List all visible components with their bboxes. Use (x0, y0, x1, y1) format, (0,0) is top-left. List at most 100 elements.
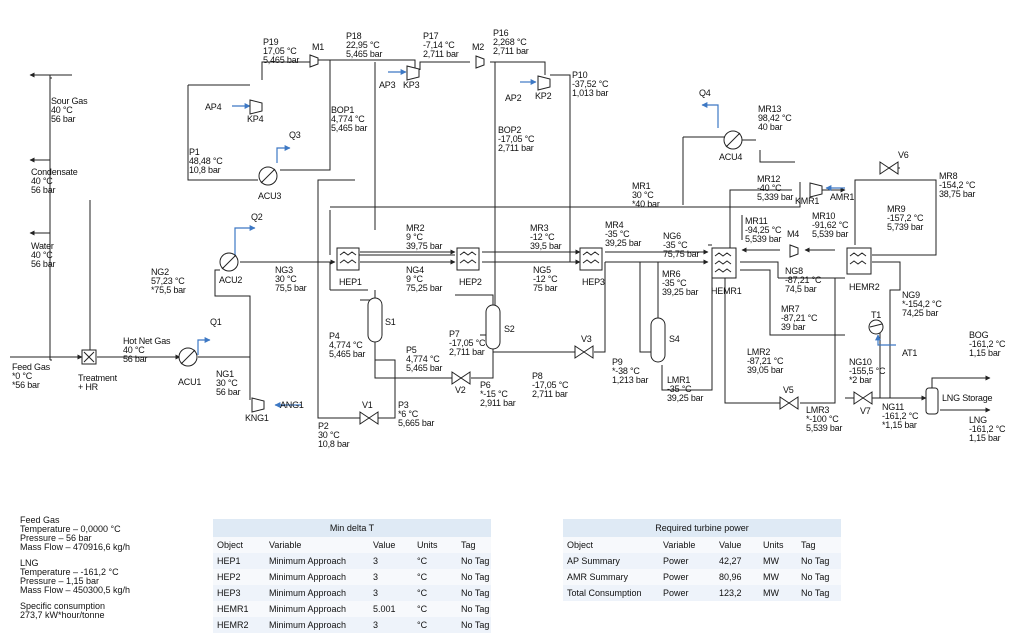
kng1-compressor (251, 397, 265, 413)
table-cell: HEP3 (213, 585, 265, 601)
lmr3-line (800, 278, 836, 404)
column-header: Variable (265, 537, 369, 553)
stream-label-p17: P17 -7,14 °C 2,711 bar (423, 31, 459, 59)
table-cell: °C (413, 553, 457, 569)
summary-line: Pressure – 1,15 bar (20, 576, 100, 586)
table-cell: 3 (369, 553, 413, 569)
lng-storage-tank (925, 387, 939, 415)
table-cell: No Tag (457, 553, 491, 569)
table-cell: °C (413, 617, 457, 633)
table-cell: MW (759, 553, 797, 569)
unit-label-kmr1: KMR1 (795, 196, 820, 206)
hep2-exchanger (456, 247, 480, 271)
table-row: Total Consumption Power 123,2 MW No Tag (563, 585, 841, 601)
summary-line: LNG (20, 558, 39, 568)
unit-label-hep1: HEP1 (339, 277, 362, 287)
kp3-compressor (406, 65, 420, 81)
unit-label-hep2: HEP2 (459, 277, 482, 287)
at1-energy (875, 334, 896, 346)
table-row: HEMR2 Minimum Approach 3 °C No Tag (213, 617, 491, 633)
stream-label-bog: BOG -161,2 °C 1,15 bar (969, 330, 1006, 358)
unit-label-v6: V6 (898, 150, 909, 160)
table-cell: °C (413, 585, 457, 601)
stream-label-hot-net-gas: Hot Net Gas 40 °C 56 bar (123, 336, 171, 364)
unit-label-ang1: ANG1 (280, 400, 304, 410)
ng8-line (740, 261, 779, 278)
process-summary: Feed Gas Temperature – 0,0000 °C Pressur… (20, 516, 130, 627)
table-title: Min delta T (213, 519, 491, 537)
unit-label-acu2: ACU2 (219, 275, 243, 285)
table-cell: 123,2 (715, 585, 759, 601)
stream-label-ng4: NG4 9 °C 75,25 bar (406, 265, 443, 293)
stream-label-feed-gas: Feed Gas *0 °C *56 bar (12, 362, 50, 390)
kmr1-compressor (809, 182, 823, 198)
lmr2-line (724, 275, 780, 404)
stream-label-p16: P16 2,268 °C 2,711 bar (493, 28, 529, 56)
stream-label-p3: P3 *6 °C 5,665 bar (398, 400, 435, 428)
unit-label-t1: T1 (871, 310, 882, 320)
column-header: Variable (659, 537, 715, 553)
q2-energy (234, 225, 256, 256)
stream-label-mr10: MR10 -91,62 °C 5,539 bar (812, 211, 849, 239)
unit-label-amr1: AMR1 (830, 192, 855, 202)
stream-label-p2: P2 30 °C 10,8 bar (318, 421, 350, 449)
stream-label-p1: P1 48,48 °C 10,8 bar (189, 147, 223, 175)
p19-line (261, 61, 310, 80)
table-cell: 80,96 (715, 569, 759, 585)
unit-label-s2: S2 (504, 324, 515, 334)
s1-separator (367, 297, 383, 343)
column-header: Object (563, 537, 659, 553)
table-cell: HEMR1 (213, 601, 265, 617)
unit-label-q1: Q1 (210, 317, 222, 327)
p9-line (594, 262, 606, 353)
table-cell: AMR Summary (563, 569, 659, 585)
stream-label-bop1: BOP1 4,774 °C 5,465 bar (331, 105, 368, 133)
column-header: Value (369, 537, 413, 553)
table-cell: Power (659, 569, 715, 585)
stream-label-mr8: MR8 -154,2 °C 38,75 bar (939, 171, 976, 199)
hep1-exchanger (336, 247, 360, 271)
table-cell: Minimum Approach (265, 585, 369, 601)
unit-label-v1: V1 (362, 400, 373, 410)
stream-label-lmr2: LMR2 -87,21 °C 39,05 bar (747, 347, 784, 375)
stream-label-p18: P18 22,95 °C 5,465 bar (346, 31, 383, 59)
summary-line: 273,7 kW*hour/tonne (20, 610, 105, 620)
stream-label-p6: P6 *-15 °C 2,911 bar (480, 380, 516, 408)
bog-line (931, 375, 991, 388)
stream-label-lmr1: LMR1 -35 °C 39,25 bar (667, 375, 704, 403)
process-flow-diagram (10, 54, 991, 425)
unit-label-s1: S1 (385, 317, 396, 327)
v5-valve (779, 396, 799, 410)
v1-valve (359, 411, 379, 425)
unit-label-acu4: ACU4 (719, 152, 743, 162)
unit-label-hemr2: HEMR2 (849, 282, 880, 292)
lmr1-line (661, 278, 713, 391)
p17-line (419, 61, 470, 70)
table-cell: HEP1 (213, 553, 265, 569)
q1-energy (197, 337, 211, 355)
unit-label-hep3: HEP3 (582, 277, 605, 287)
stream-label-p4: P4 4,774 °C 5,465 bar (329, 331, 366, 359)
table-cell: Total Consumption (563, 585, 659, 601)
stream-label-mr3: MR3 -12 °C 39,5 bar (530, 223, 562, 251)
stream-label-ng5: NG5 -12 °C 75 bar (533, 265, 558, 293)
unit-label-m4: M4 (787, 229, 800, 239)
table-cell: No Tag (457, 617, 491, 633)
mr1-line (330, 182, 801, 208)
stream-label-water: Water 40 °C 56 bar (31, 241, 56, 269)
p2-line (317, 179, 360, 419)
table-cell: AP Summary (563, 553, 659, 569)
unit-label-at1: AT1 (902, 348, 918, 358)
p18-line (318, 59, 416, 70)
unit-label-kp3: KP3 (403, 80, 420, 90)
stream-label-mr1: MR1 30 °C *40 bar (632, 181, 660, 209)
table-cell: Power (659, 585, 715, 601)
stream-label-p10: P10 -37,52 °C 1,013 bar (572, 70, 609, 98)
stream-label-ng10: NG10 -155,5 °C *2 bar (849, 357, 886, 385)
stream-label-ng1: NG1 30 °C 56 bar (216, 369, 241, 397)
stream-label-mr12: MR12 -40 °C 5,339 bar (757, 174, 794, 202)
stream-label-mr2: MR2 9 °C 39,75 bar (406, 223, 443, 251)
stream-label-ng2: NG2 57,23 °C *75,5 bar (151, 267, 186, 295)
table-row: HEMR1 Minimum Approach 5.001 °C No Tag (213, 601, 491, 617)
unit-label-v2: V2 (455, 385, 466, 395)
